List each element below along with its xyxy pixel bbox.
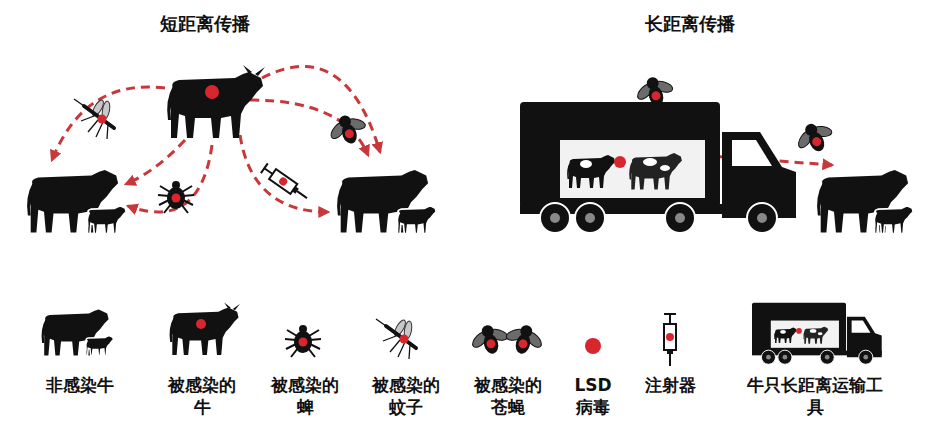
legend-label: 被感染的 蜱 bbox=[268, 374, 341, 418]
legend-label: 被感染的 牛 bbox=[165, 374, 238, 418]
legend-healthy-calf bbox=[85, 336, 114, 356]
legend-truck bbox=[752, 303, 882, 365]
cattle-truck bbox=[520, 102, 796, 233]
legend-fly bbox=[467, 320, 513, 358]
fly-icon bbox=[324, 109, 372, 150]
legend-label: 注射器 bbox=[636, 374, 704, 396]
legend-infected-cow bbox=[170, 302, 240, 355]
legend-tick bbox=[285, 325, 321, 357]
fly-icon bbox=[790, 116, 839, 159]
legend-mosquito bbox=[376, 318, 416, 359]
tick-icon bbox=[158, 181, 194, 213]
legend-label: 被感染的 苍蝇 bbox=[471, 374, 544, 418]
virus-dot bbox=[205, 85, 219, 99]
virus-dot bbox=[196, 319, 206, 329]
legend-label: 被感染的 蚊子 bbox=[369, 374, 442, 418]
top-route bbox=[262, 66, 380, 152]
section-heading: 长距离传播 bbox=[645, 12, 735, 35]
legend-label: 非感染牛 bbox=[29, 374, 131, 396]
syringe-route bbox=[240, 135, 328, 212]
healthy-calf bbox=[86, 206, 126, 234]
fly-icon bbox=[632, 72, 678, 110]
mosquito-icon bbox=[74, 98, 114, 139]
syringe-icon bbox=[261, 163, 310, 203]
legend-fly bbox=[501, 320, 547, 358]
mosquito-route bbox=[52, 87, 165, 160]
healthy-calf bbox=[873, 206, 913, 234]
healthy-calf bbox=[396, 206, 436, 234]
infected-cow bbox=[167, 65, 265, 138]
legend-swatches bbox=[585, 338, 601, 354]
section-heading: 短距离传播 bbox=[160, 12, 250, 35]
legend-swatch bbox=[585, 338, 601, 354]
legend-syringe bbox=[664, 314, 676, 366]
legend-label: LSD 病毒 bbox=[571, 374, 615, 418]
legend-label: 牛只长距离运输工 具 bbox=[744, 374, 885, 418]
tick-route bbox=[126, 140, 185, 184]
